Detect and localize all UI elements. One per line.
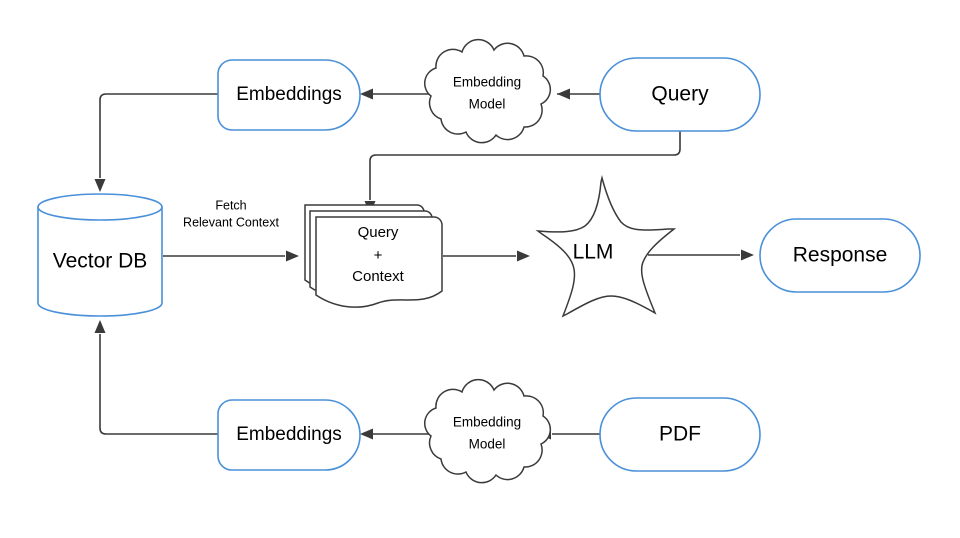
node-label-pdf: PDF <box>659 423 701 446</box>
node-label-embedding-model-top-line1: Embedding <box>453 75 521 90</box>
node-label-embedding-model-bottom-line2: Model <box>469 437 506 452</box>
arrow-head <box>557 88 570 100</box>
node-embeddings-bottom[interactable]: Embeddings <box>217 399 361 471</box>
edge-label-fetch-line2: Relevant Context <box>183 215 279 229</box>
edge-embeddings-bottom-to-vector-db <box>94 320 218 435</box>
arrow-head <box>517 250 530 262</box>
node-embeddings-top[interactable]: Embeddings <box>217 59 361 131</box>
edge-label-fetch-line1: Fetch <box>215 198 246 212</box>
arrow-head <box>360 88 373 100</box>
node-label-query-context-line2: + <box>374 247 383 264</box>
edge-llm-to-response <box>648 249 754 261</box>
node-label-llm: LLM <box>573 241 614 264</box>
node-label-query-context-line3: Context <box>352 268 405 285</box>
node-label-response: Response <box>793 244 888 267</box>
arrow-head <box>94 179 106 192</box>
node-label-query-context-line1: Query <box>358 224 399 241</box>
arrow-head <box>360 428 373 440</box>
arrow-head <box>741 249 754 261</box>
node-query[interactable]: Query <box>599 57 761 132</box>
arrow-head <box>286 250 299 262</box>
node-label-embeddings-bottom: Embeddings <box>236 424 342 445</box>
node-vector-db[interactable]: Vector DB <box>37 193 163 317</box>
node-embedding-model-bottom[interactable]: Embedding Model <box>424 378 552 484</box>
edge-embeddings-top-to-vector-db <box>94 93 218 192</box>
edge-embedding-model-bottom-to-embeddings-bottom <box>360 428 430 440</box>
edge-vector-db-to-query-context: Fetch Relevant Context <box>163 198 299 262</box>
edge-query-to-embedding-model-top <box>557 88 600 100</box>
node-label-embedding-model-bottom-line1: Embedding <box>453 415 521 430</box>
node-label-embedding-model-top-line2: Model <box>469 97 506 112</box>
edge-query-context-to-llm <box>443 250 530 262</box>
node-label-embeddings-top: Embeddings <box>236 84 342 105</box>
arrow-head <box>94 320 106 333</box>
edge-embedding-model-top-to-embeddings-top <box>360 88 430 100</box>
node-llm[interactable]: LLM <box>535 175 677 318</box>
node-embedding-model-top[interactable]: Embedding Model <box>424 38 552 144</box>
node-pdf[interactable]: PDF <box>599 397 761 472</box>
node-label-vector-db: Vector DB <box>53 250 148 273</box>
edge-query-to-query-context <box>364 131 681 214</box>
node-query-context[interactable]: Query + Context <box>304 204 443 308</box>
node-response[interactable]: Response <box>759 218 921 293</box>
node-label-query: Query <box>651 83 709 106</box>
